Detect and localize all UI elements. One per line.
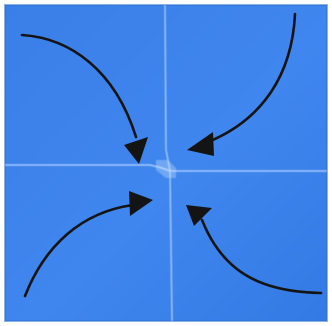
diagram-canvas [0,0,332,326]
origami-step-diagram [0,0,332,326]
